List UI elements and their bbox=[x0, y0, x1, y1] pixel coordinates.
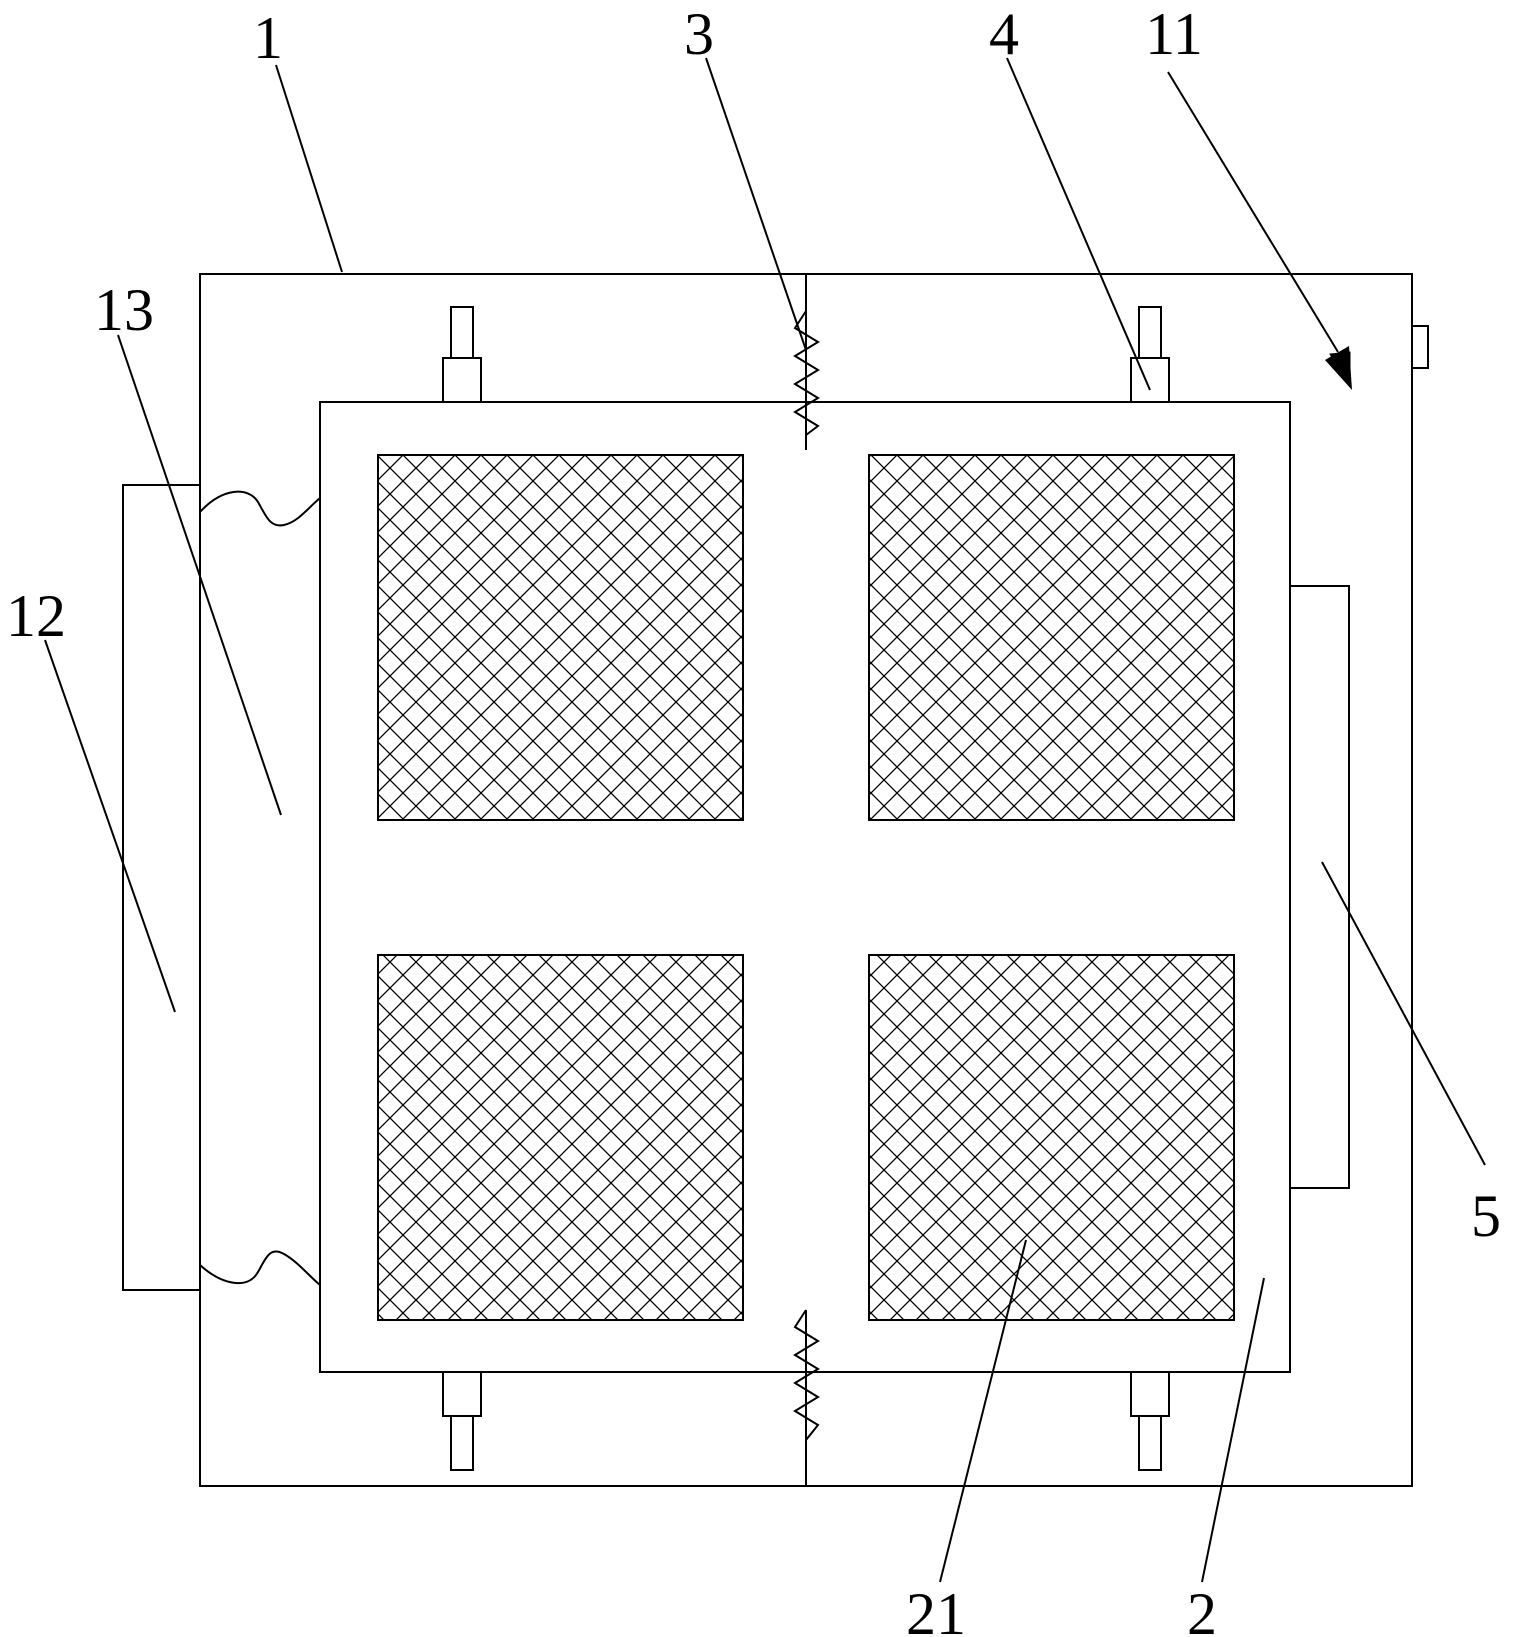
label-12: 12 bbox=[6, 583, 66, 649]
flex-connector-top bbox=[199, 490, 321, 527]
label-5: 5 bbox=[1471, 1183, 1501, 1249]
label-13: 13 bbox=[94, 277, 154, 343]
handle-right bbox=[1290, 585, 1350, 1189]
label-1: 1 bbox=[253, 5, 283, 71]
label-21: 21 bbox=[906, 1581, 966, 1637]
side-box-left bbox=[122, 484, 201, 1291]
pin-top-left bbox=[442, 306, 482, 403]
spring-top bbox=[793, 310, 820, 436]
label-11: 11 bbox=[1145, 1, 1203, 67]
label-4: 4 bbox=[989, 1, 1019, 67]
mesh-windows bbox=[377, 454, 1235, 1321]
mesh-window-bottom-left bbox=[377, 954, 744, 1321]
spring-bottom bbox=[793, 1309, 820, 1441]
leader-lines bbox=[44, 57, 1486, 1583]
pin-top-right bbox=[1130, 306, 1170, 403]
label-2: 2 bbox=[1187, 1581, 1217, 1637]
side-knob bbox=[1411, 325, 1429, 369]
mesh-window-top-left bbox=[377, 454, 744, 821]
mesh-window-top-right bbox=[868, 454, 1235, 821]
label-3: 3 bbox=[684, 1, 714, 67]
pin-bottom-right bbox=[1130, 1371, 1170, 1471]
inner-panel bbox=[319, 401, 1291, 1373]
mesh-window-bottom-right bbox=[868, 954, 1235, 1321]
flex-connector-bottom bbox=[199, 1250, 321, 1286]
arrow-head-11-main bbox=[1325, 346, 1352, 390]
pin-bottom-left bbox=[442, 1371, 482, 1471]
